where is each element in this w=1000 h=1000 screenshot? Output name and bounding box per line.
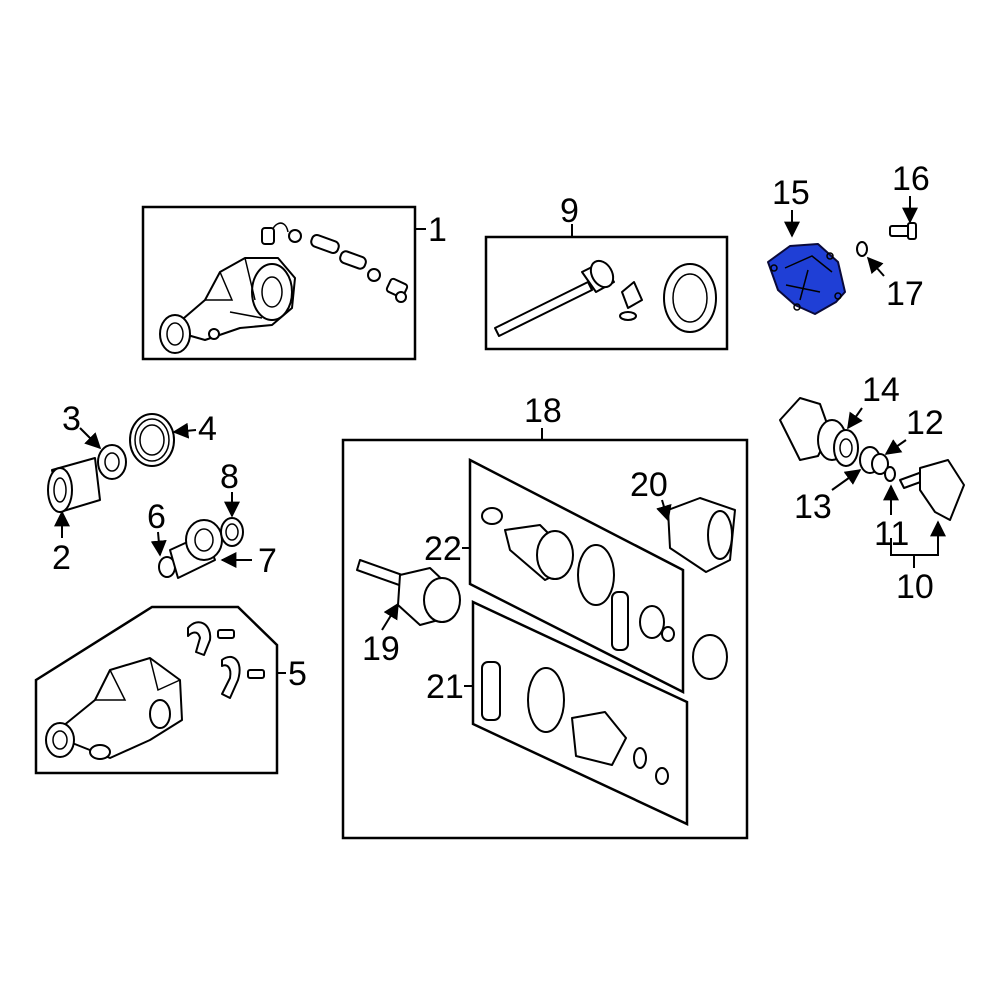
callout-3: 3 [62, 400, 81, 438]
part-2-flange[interactable] [47, 457, 101, 513]
callout-12: 12 [906, 404, 944, 442]
group-21-box [471, 600, 689, 826]
part-12-ring[interactable] [871, 453, 889, 475]
part-14-bearing[interactable] [779, 397, 859, 467]
callout-20: 20 [630, 466, 668, 504]
group-5-box [34, 605, 279, 775]
part-15-differential-cover[interactable] [767, 243, 846, 315]
callout-5: 5 [288, 655, 307, 693]
group-22-box [468, 457, 685, 695]
callout-14: 14 [862, 371, 900, 409]
part-8-shim[interactable] [220, 517, 244, 547]
group-18-box [341, 438, 749, 840]
callout-9: 9 [560, 192, 579, 230]
callout-labels: 1 2 3 4 5 6 7 8 9 10 11 12 13 14 15 16 1… [52, 160, 944, 706]
part-10-stub-shaft[interactable] [899, 459, 965, 521]
group-5-carrier-housing[interactable] [34, 605, 286, 775]
part-4-bearing[interactable] [129, 413, 175, 467]
callout-22: 22 [424, 530, 462, 568]
part-11-snap-ring[interactable] [884, 466, 896, 482]
callout-6: 6 [147, 498, 166, 536]
group-18-half-shaft[interactable] [341, 428, 749, 840]
callout-10: 10 [896, 568, 934, 606]
callout-8: 8 [220, 458, 239, 496]
part-7-pinion-bearing[interactable] [169, 519, 223, 579]
part-16-bolt[interactable] [889, 222, 917, 240]
part-3-seal[interactable] [97, 444, 127, 480]
callout-11: 11 [874, 515, 909, 553]
group-9-ring-pinion[interactable] [484, 224, 729, 351]
callout-18: 18 [524, 392, 562, 430]
part-17-washer[interactable] [856, 241, 868, 257]
callout-16: 16 [892, 160, 930, 198]
callout-21: 21 [426, 668, 464, 706]
group-1-differential-assembly[interactable] [141, 205, 426, 361]
callout-13: 13 [794, 488, 832, 526]
group-9-box [484, 235, 729, 351]
callout-2: 2 [52, 539, 71, 577]
callout-4: 4 [198, 410, 217, 448]
callout-17: 17 [886, 275, 924, 313]
callout-15: 15 [772, 174, 810, 212]
group-1-box [141, 205, 417, 361]
callout-7: 7 [258, 542, 277, 580]
callout-19: 19 [362, 630, 400, 668]
callout-1: 1 [428, 211, 447, 249]
